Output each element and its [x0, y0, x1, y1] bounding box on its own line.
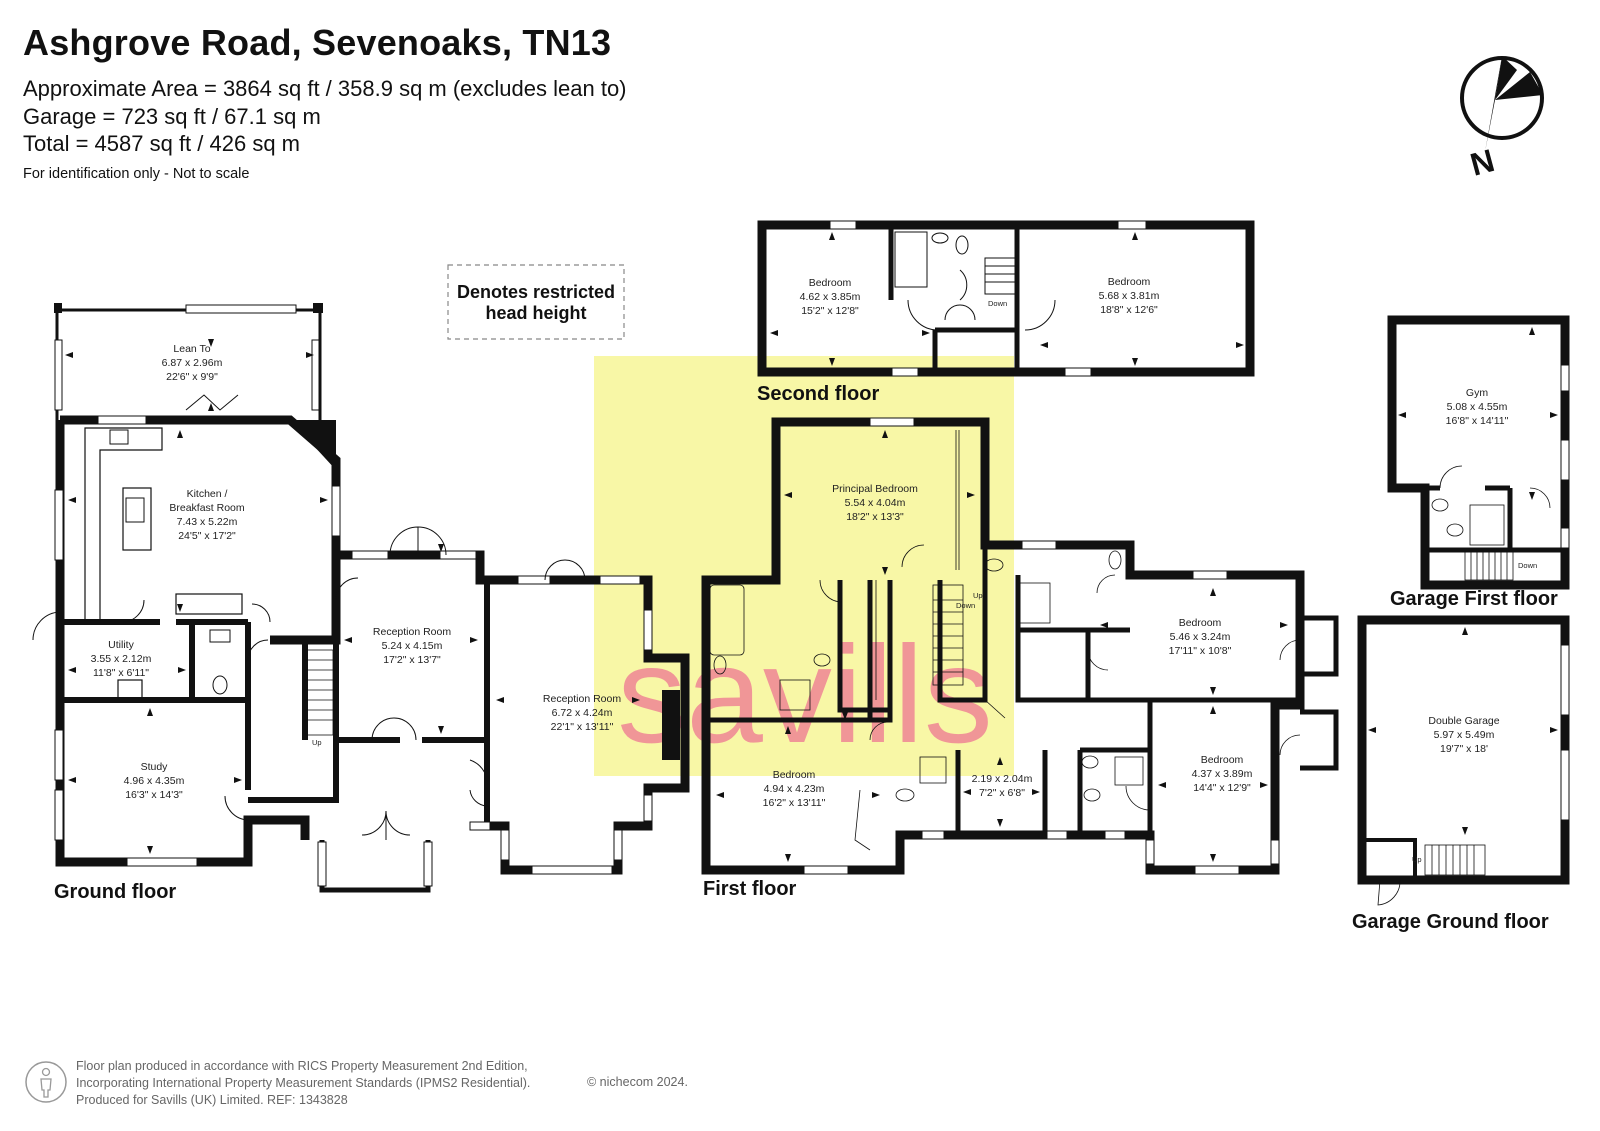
- first-stair-up: Up: [973, 591, 983, 600]
- room-name: Reception Room: [373, 626, 451, 638]
- garage-area: Garage = 723 sq ft / 67.1 sq m: [23, 104, 321, 129]
- room-metric: 4.96 x 4.35m: [124, 775, 185, 787]
- room-metric: 4.62 x 3.85m: [800, 291, 861, 303]
- garage-stair-up: Up: [1412, 855, 1422, 864]
- disclaimer-note: For identification only - Not to scale: [23, 166, 250, 182]
- copyright: © nichecom 2024.: [587, 1075, 688, 1089]
- floor-label-garage-first: Garage First floor: [1390, 588, 1558, 610]
- room-name: Study: [141, 761, 169, 773]
- room-metric: 3.55 x 2.12m: [91, 653, 152, 665]
- room-metric: 5.97 x 5.49m: [1434, 729, 1495, 741]
- compass-icon: [1460, 56, 1544, 152]
- first-stair-down: Down: [956, 601, 975, 610]
- room-name: Lean To: [173, 343, 210, 355]
- footer-line-1: Floor plan produced in accordance with R…: [76, 1059, 528, 1073]
- room-metric: 6.87 x 2.96m: [162, 357, 223, 369]
- room-imperial: 18'2" x 13'3": [846, 511, 904, 523]
- footer-line-3: Produced for Savills (UK) Limited. REF: …: [76, 1093, 348, 1107]
- key-line-1: Denotes restricted: [457, 282, 615, 302]
- footer-line-2: Incorporating International Property Mea…: [76, 1076, 531, 1090]
- room-imperial: 7'2" x 6'8": [979, 787, 1025, 799]
- room-imperial: 16'8" x 14'11": [1446, 415, 1509, 427]
- room-name: Kitchen /: [187, 488, 228, 500]
- approximate-area: Approximate Area = 3864 sq ft / 358.9 sq…: [23, 76, 627, 101]
- room-imperial: 17'2" x 13'7": [383, 654, 441, 666]
- restricted-key-box: [447, 264, 625, 340]
- room-metric: 4.94 x 4.23m: [764, 783, 825, 795]
- room-imperial: 14'4" x 12'9": [1193, 782, 1251, 794]
- room-metric: 2.19 x 2.04m: [972, 773, 1033, 785]
- second-stair-down: Down: [988, 299, 1007, 308]
- room-imperial: 24'5" x 17'2": [178, 530, 236, 542]
- ground-floor-plan: Up: [32, 303, 690, 893]
- room-name: Gym: [1466, 387, 1488, 399]
- first-floor-plan: Up Down: [701, 417, 1339, 875]
- garage-first-floor-plan: Down: [1387, 315, 1570, 590]
- ground-stair-up: Up: [312, 738, 322, 747]
- room-imperial: 18'8" x 12'6": [1100, 304, 1158, 316]
- room-name: Bedroom: [1179, 617, 1222, 629]
- room-imperial: 17'11" x 10'8": [1169, 645, 1232, 657]
- room-metric: 5.46 x 3.24m: [1170, 631, 1231, 643]
- room-name: Reception Room: [543, 693, 621, 705]
- garage-ground-floor-plan: Up: [1357, 615, 1570, 906]
- room-name: Bedroom: [809, 277, 852, 289]
- room-imperial: 16'3" x 14'3": [125, 789, 183, 801]
- second-floor-plan: Down: [757, 220, 1255, 377]
- footer-text: Floor plan produced in accordance with R…: [76, 1058, 530, 1109]
- room-name: Bedroom: [773, 769, 816, 781]
- room-imperial: 16'2" x 13'11": [763, 797, 826, 809]
- person-icon: [25, 1061, 67, 1103]
- floor-label-ground: Ground floor: [54, 881, 176, 903]
- garage-stair-down: Down: [1518, 561, 1537, 570]
- room-name: Principal Bedroom: [832, 483, 918, 495]
- room-imperial: 22'1" x 13'11": [551, 721, 614, 733]
- room-imperial: 11'8" x 6'11": [93, 667, 149, 679]
- room-metric: 5.24 x 4.15m: [382, 640, 443, 652]
- floor-label-second: Second floor: [757, 383, 879, 405]
- first-floor-labels: Principal Bedroom 5.54 x 4.04m 18'2" x 1…: [763, 483, 1253, 809]
- room-name: Bedroom: [1108, 276, 1151, 288]
- room-metric: 4.37 x 3.89m: [1192, 768, 1253, 780]
- ground-floor-labels: Lean To 6.87 x 2.96m 22'6" x 9'9" Kitche…: [91, 343, 622, 801]
- floor-label-garage-ground: Garage Ground floor: [1352, 911, 1549, 933]
- room-metric: 6.72 x 4.24m: [552, 707, 613, 719]
- total-area: Total = 4587 sq ft / 426 sq m: [23, 131, 300, 156]
- garage-first-labels: Gym 5.08 x 4.55m 16'8" x 14'11": [1446, 387, 1509, 427]
- room-metric: 5.08 x 4.55m: [1447, 401, 1508, 413]
- room-name: Bedroom: [1201, 754, 1244, 766]
- room-metric: 5.54 x 4.04m: [845, 497, 906, 509]
- key-line-2: head height: [485, 303, 586, 323]
- room-name-2: Breakfast Room: [169, 502, 245, 514]
- room-imperial: 19'7" x 18': [1440, 743, 1488, 755]
- room-imperial: 22'6" x 9'9": [166, 371, 218, 383]
- room-name: Double Garage: [1428, 715, 1499, 727]
- room-imperial: 15'2" x 12'8": [801, 305, 859, 317]
- compass-label: N: [1466, 142, 1498, 183]
- page-title: Ashgrove Road, Sevenoaks, TN13: [23, 22, 612, 63]
- floor-label-first: First floor: [703, 878, 797, 900]
- room-metric: 5.68 x 3.81m: [1099, 290, 1160, 302]
- room-name: Utility: [108, 639, 134, 651]
- second-floor-labels: Bedroom 4.62 x 3.85m 15'2" x 12'8" Bedro…: [800, 276, 1160, 317]
- garage-ground-labels: Double Garage 5.97 x 5.49m 19'7" x 18': [1428, 715, 1499, 755]
- room-metric: 7.43 x 5.22m: [177, 516, 238, 528]
